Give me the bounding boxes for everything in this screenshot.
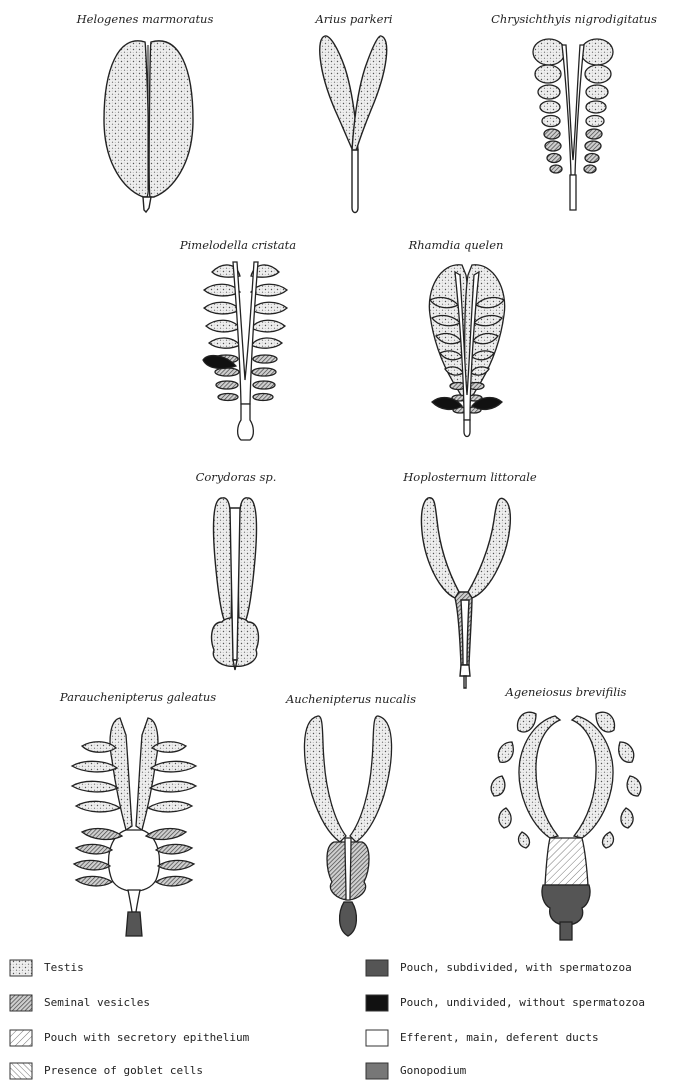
species-label-chrysichthyis: Chrysichthyis nigrodigitatus	[491, 12, 657, 26]
gonad-auchenipterus-nucalis	[304, 716, 391, 936]
gonad-pimelodella-cristata	[203, 262, 287, 440]
legend-label: Efferent, main, deferent ducts	[400, 1031, 599, 1044]
legend-label: Presence of goblet cells	[44, 1064, 203, 1077]
species-label-parauchenipterus: Parauchenipterus galeatus	[60, 690, 216, 704]
legend-swatch-pouch-secretory	[10, 1030, 32, 1046]
legend-swatch-pouch-undivided	[366, 995, 388, 1011]
gonad-hoplosternum-littorale	[421, 498, 510, 688]
species-label-rhamdia: Rhamdia quelen	[409, 238, 504, 252]
legend-label: Pouch, subdivided, with spermatozoa	[400, 961, 632, 974]
legend-swatch-ducts	[366, 1030, 388, 1046]
legend-swatch-gonopodium	[366, 1063, 388, 1079]
species-label-hoplosternum: Hoplosternum littorale	[403, 470, 536, 484]
gonad-ageneiosus-brevifilis	[491, 712, 641, 940]
legend-label: Testis	[44, 961, 84, 974]
species-label-pimelodella: Pimelodella cristata	[180, 238, 296, 252]
species-label-ageneiosus: Ageneiosus brevifilis	[506, 685, 627, 699]
legend-label: Pouch with secretory epithelium	[44, 1031, 249, 1044]
gonad-parauchenipterus-galeatus	[72, 718, 196, 936]
gonad-corydoras-sp	[212, 498, 259, 670]
gonad-rhamdia-quelen	[429, 265, 504, 437]
legend-label: Seminal vesicles	[44, 996, 150, 1009]
species-label-arius: Arius parkeri	[315, 12, 392, 26]
legend-label: Pouch, undivided, without spermatozoa	[400, 996, 645, 1009]
gonad-chrysichthyis-nigrodigitatus	[533, 39, 613, 210]
species-label-auchenipterus: Auchenipterus nucalis	[286, 692, 416, 706]
species-label-helogenes: Helogenes marmoratus	[77, 12, 214, 26]
species-label-corydoras: Corydoras sp.	[196, 470, 277, 484]
legend-swatch-seminal-vesicles	[10, 995, 32, 1011]
legend-swatch-testis	[10, 960, 32, 976]
legend-label: Gonopodium	[400, 1064, 466, 1077]
legend-swatch-goblet-cells	[10, 1063, 32, 1079]
gonad-arius-parkeri	[320, 36, 387, 213]
legend-swatch-pouch-subdivided	[366, 960, 388, 976]
gonad-helogenes-marmoratus	[104, 41, 193, 212]
